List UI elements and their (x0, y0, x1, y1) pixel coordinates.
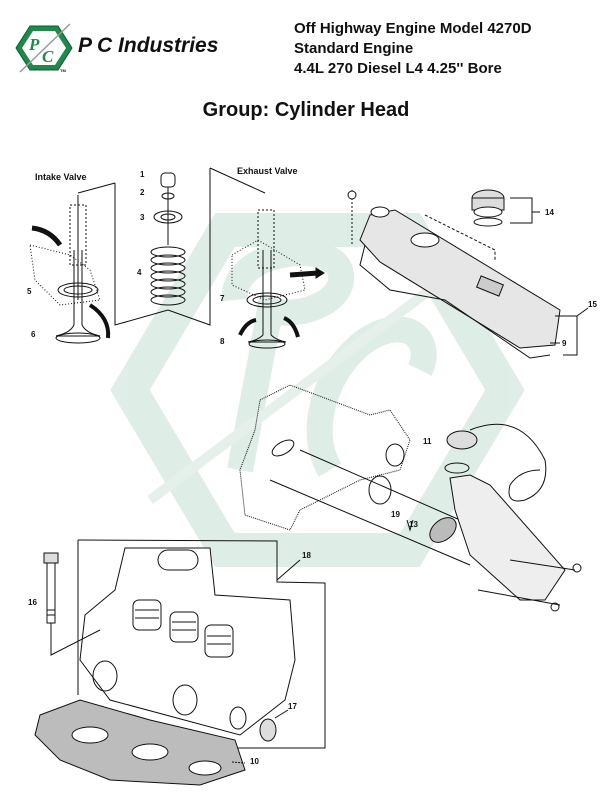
callout-8: 8 (220, 337, 225, 346)
trademark-mark: TM (60, 68, 66, 73)
callout-14: 14 (545, 208, 554, 217)
housing-gasket-drawing (239, 384, 582, 612)
header-title-line-2: Standard Engine (294, 40, 414, 57)
pc-logo-icon: P C (15, 23, 73, 73)
rocker-cover-drawing (347, 189, 589, 359)
callout-18: 18 (302, 551, 311, 560)
callout-11: 11 (423, 437, 432, 446)
callout-7: 7 (220, 294, 225, 303)
brand-name: P C Industries (78, 34, 219, 57)
svg-text:C: C (42, 47, 54, 66)
intake-valve-label: Intake Valve (35, 172, 87, 182)
callout-9: 9 (562, 339, 567, 348)
callout-4: 4 (137, 268, 142, 277)
group-title: Group: Cylinder Head (202, 99, 410, 121)
header-title-line-3: 4.4L 270 Diesel L4 4.25'' Bore (294, 60, 502, 77)
header-title-line-1: Off Highway Engine Model 4270D (294, 20, 532, 37)
svg-text:P: P (28, 35, 40, 54)
callout-16: 16 (28, 598, 37, 607)
callout-5: 5 (27, 287, 32, 296)
callout-15: 15 (588, 300, 597, 309)
valve-assembly-drawing (29, 167, 325, 349)
exhaust-valve-label: Exhaust Valve (237, 166, 298, 176)
callout-1: 1 (140, 170, 145, 179)
callout-3: 3 (140, 213, 145, 222)
callout-10: 10 (250, 757, 259, 766)
cylinder-head-drawing (34, 539, 326, 786)
callout-19: 19 (391, 510, 400, 519)
callout-13: 13 (409, 520, 418, 529)
callout-2: 2 (140, 188, 145, 197)
callout-6: 6 (31, 330, 36, 339)
callout-17: 17 (288, 702, 297, 711)
